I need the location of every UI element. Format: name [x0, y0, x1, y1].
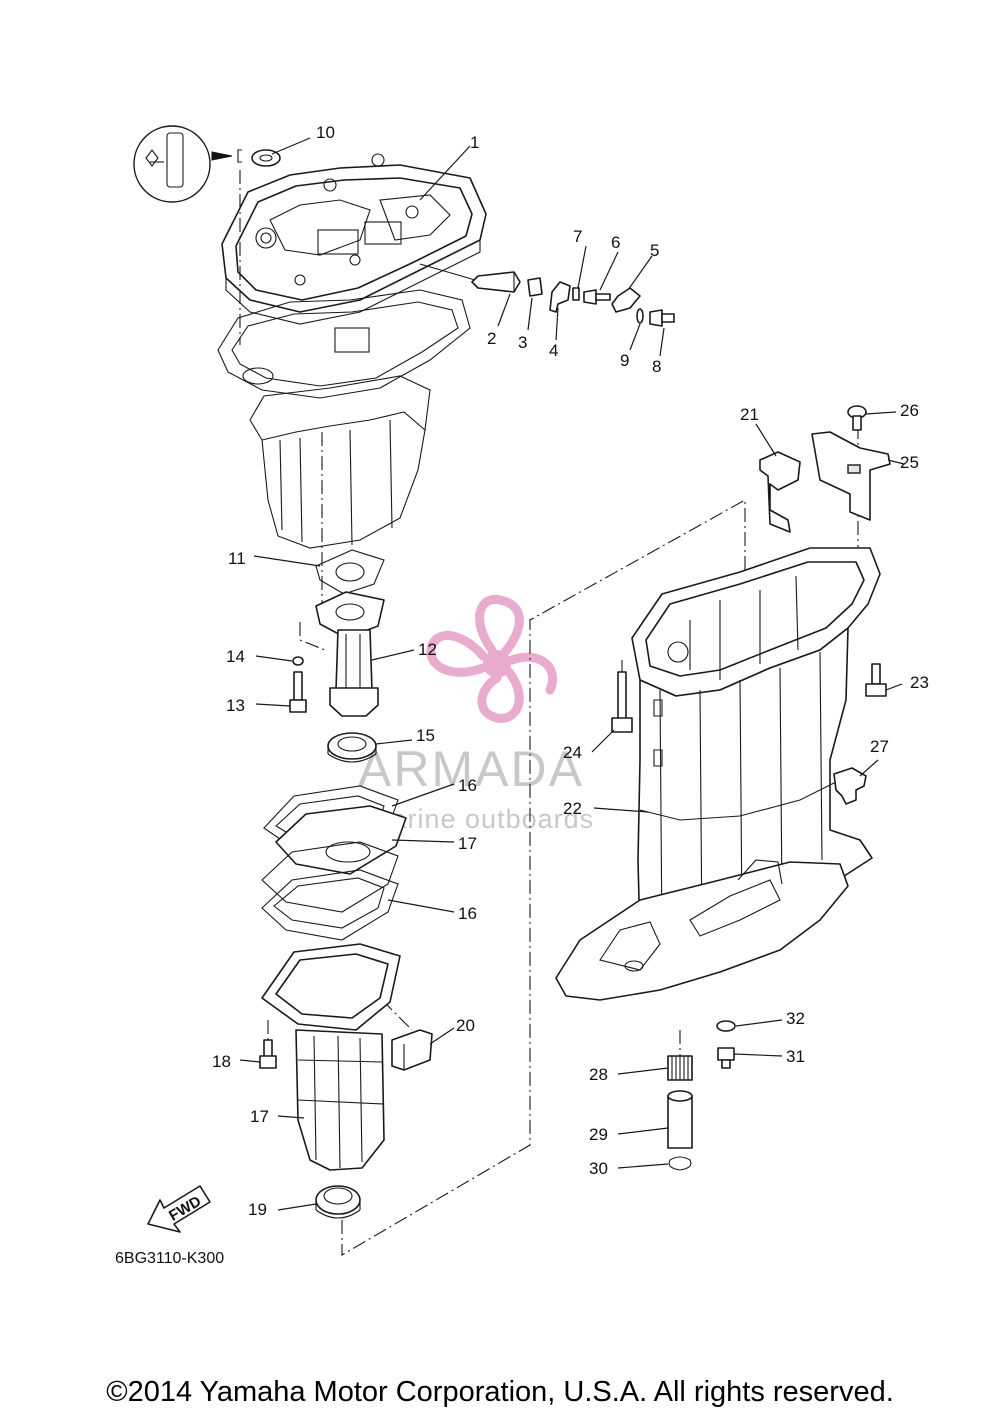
callout-numbers: 10 1 2 3 4 7 6 5 9 8 11 14 13 12 15 16 1…	[212, 123, 929, 1219]
callout-6: 6	[611, 233, 620, 252]
callout-7: 7	[573, 227, 582, 246]
detail-inset	[133, 125, 242, 203]
callout-23: 22	[563, 799, 582, 818]
callout-22: 21	[740, 405, 759, 424]
callout-1: 1	[470, 133, 479, 152]
diagram-code: 6BG3110-K300	[115, 1250, 224, 1267]
seal-15	[327, 732, 377, 763]
callout-33: 32	[786, 1009, 805, 1028]
callout-5: 5	[650, 241, 659, 260]
callout-2: 2	[487, 329, 496, 348]
callout-16-bottom: 16	[458, 904, 477, 923]
callout-18: 17	[250, 1107, 269, 1126]
upper-gasket	[217, 289, 471, 399]
drive-shaft-housing	[555, 547, 881, 1001]
bolt-25	[611, 671, 633, 733]
callout-21: 20	[456, 1016, 475, 1035]
lower-hardware	[667, 1020, 736, 1171]
seal-20	[315, 1185, 361, 1219]
lower-exhaust-housing	[261, 943, 401, 1171]
callout-24: 23	[910, 673, 929, 692]
bolt-24	[865, 663, 887, 697]
callout-11: 11	[228, 549, 246, 568]
plate-26	[811, 431, 891, 521]
callout-26: 25	[900, 453, 919, 472]
upper-housing	[249, 375, 431, 549]
callout-20: 19	[248, 1200, 267, 1219]
callout-12: 12	[418, 640, 437, 659]
exhaust-guide	[289, 549, 385, 717]
callout-15: 15	[416, 726, 435, 745]
callout-31: 30	[589, 1159, 608, 1178]
plate-22	[759, 451, 801, 533]
callout-3: 3	[518, 333, 527, 352]
screw-27	[847, 405, 867, 431]
callout-29: 28	[589, 1065, 608, 1084]
gaskets-16-17	[261, 785, 407, 941]
callout-14: 14	[226, 647, 245, 666]
bolt-19	[259, 1039, 277, 1069]
copyright-notice: ©2014 Yamaha Motor Corporation, U.S.A. A…	[106, 1376, 894, 1408]
callout-13: 13	[226, 696, 245, 715]
watermark-brand: ARMADA	[358, 741, 584, 797]
callout-30: 29	[589, 1125, 608, 1144]
callout-4: 4	[549, 341, 558, 360]
callout-32: 31	[786, 1047, 805, 1066]
callout-17: 17	[458, 834, 477, 853]
callout-10: 10	[316, 123, 335, 142]
callout-19: 18	[212, 1052, 231, 1071]
callout-28: 27	[870, 737, 889, 756]
fwd-arrow-icon: FWD	[147, 1185, 211, 1233]
callout-9: 9	[620, 351, 629, 370]
callout-16-top: 16	[458, 776, 477, 795]
hardware-row	[251, 149, 675, 327]
rubber-21	[391, 1029, 433, 1071]
armada-propeller-logo	[426, 594, 557, 723]
callout-27: 26	[900, 401, 919, 420]
callout-25: 24	[563, 743, 582, 762]
callout-8: 8	[652, 357, 661, 376]
upper-casing-plate	[221, 153, 487, 325]
leader-lines	[239, 137, 905, 1211]
grommet-28	[833, 767, 867, 805]
